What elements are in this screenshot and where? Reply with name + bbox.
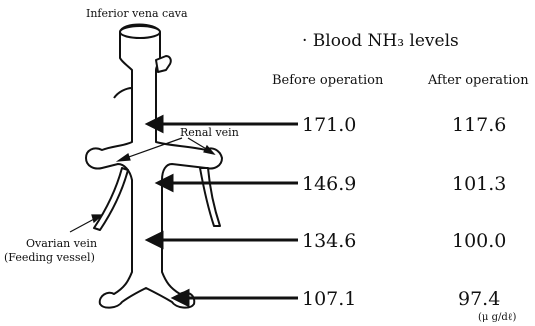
table-title: · Blood NH₃ levels <box>302 31 459 51</box>
renal-vein-label: Renal vein <box>180 126 239 139</box>
before-operation-header: Before operation <box>272 73 384 88</box>
after-value-2: 101.3 <box>452 173 506 195</box>
after-operation-header: After operation <box>427 73 529 88</box>
before-value-1: 171.0 <box>302 114 356 136</box>
right-ovarian-vessel <box>200 168 220 226</box>
left-ovarian-vessel <box>94 168 128 230</box>
ovarian-vein-label: Ovarian vein <box>26 237 97 250</box>
before-value-3: 134.6 <box>302 230 356 252</box>
ivc-side-stub <box>156 56 171 72</box>
before-value-4: 107.1 <box>302 288 356 310</box>
ivc-left-stub <box>114 88 132 98</box>
unit-label: (μ g/dℓ) <box>478 312 517 323</box>
before-value-2: 146.9 <box>302 173 356 195</box>
ivc-top-opening <box>120 26 160 38</box>
inferior-vena-cava-trunk <box>86 25 222 308</box>
after-value-4: 97.4 <box>458 288 500 310</box>
feeding-vessel-label: (Feeding vessel) <box>4 251 95 264</box>
after-value-3: 100.0 <box>452 230 506 252</box>
vein-illustration <box>86 25 222 308</box>
ivc-label: Inferior vena cava <box>86 7 188 20</box>
after-value-1: 117.6 <box>452 114 506 136</box>
